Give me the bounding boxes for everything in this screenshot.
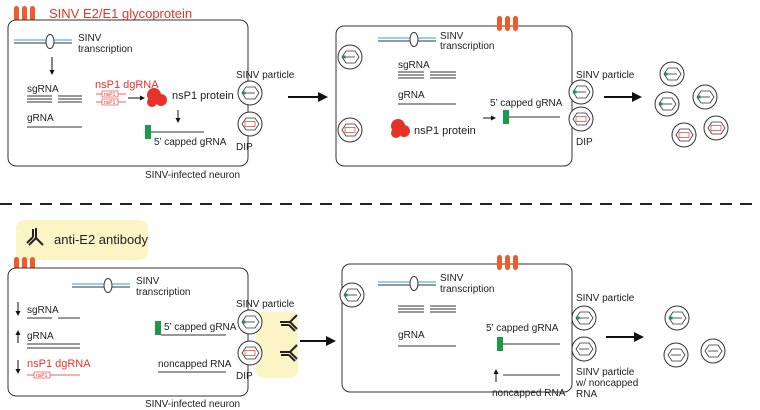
released-empty-particle-icon [700, 338, 726, 364]
dip-label: DIP [236, 371, 253, 382]
particle-label: SINV particle [576, 70, 635, 81]
cap-marker [145, 125, 151, 139]
particle-label: SINV particle [236, 299, 295, 310]
sgrna-label: sgRNA [27, 84, 59, 95]
transcription-label-2: transcription [440, 41, 494, 52]
budding-dip-icon [337, 117, 363, 143]
sgrna-lines [27, 95, 82, 103]
transcription-label-1: SINV [78, 33, 102, 44]
particle-label: SINV particle [576, 293, 635, 304]
sgrna-lines [398, 71, 456, 79]
nsp1-protein-label: nsP1 protein [414, 125, 476, 137]
dip-particle-icon [237, 111, 263, 137]
svg-text:nsP1: nsP1 [36, 373, 48, 379]
noncapped-label: noncapped RNA [158, 359, 232, 370]
grna-label: gRNA [27, 113, 54, 124]
antibody-highlight [16, 220, 148, 260]
released-particle-icon [692, 84, 718, 110]
dip-particle-icon [568, 106, 594, 132]
grna-label: gRNA [398, 90, 425, 101]
particle-label: SINV particle [236, 70, 295, 81]
sgrna-lines [398, 305, 456, 313]
sgrna-label: sgRNA [27, 305, 59, 316]
released-particle-icon [654, 91, 680, 117]
dip-label: DIP [236, 142, 253, 153]
transcription-label-1: SINV [440, 31, 464, 42]
dgrna-line: nsP1 [27, 371, 80, 379]
released-dip-icon [671, 122, 697, 148]
nsp1-protein-label: nsP1 protein [172, 90, 234, 102]
noncapped-particle-label-2: w/ noncapped [575, 378, 638, 389]
nsp1-protein-icon [391, 119, 410, 138]
nsp1-dgrna-label: nsP1 dgRNA [27, 358, 91, 370]
svg-text:nsP1: nsP1 [104, 92, 116, 98]
released-particle-icon [664, 305, 690, 331]
sinv-particle-icon [568, 79, 594, 105]
neuron-caption: SINV-infected neuron [145, 170, 240, 181]
glycoprotein-icon-2 [497, 255, 518, 270]
dip-particle-icon [237, 340, 263, 366]
nsp1-protein-icon [147, 88, 167, 107]
sinv-particle-icon [237, 309, 263, 335]
neuron-cell-2 [341, 263, 573, 393]
svg-text:nsP1: nsP1 [104, 100, 116, 106]
cap-marker [497, 337, 503, 351]
grna-label: gRNA [398, 330, 425, 341]
transcription-label-2: transcription [136, 287, 190, 298]
released-empty-particle-icon [663, 342, 689, 368]
cap-marker [155, 321, 161, 335]
glycoprotein-icon [14, 6, 35, 21]
capped-grna-label: 5’ capped gRNA [490, 98, 563, 109]
transcription-label-2: transcription [78, 44, 132, 55]
budding-particle-icon [339, 282, 365, 308]
released-dip-icon [703, 115, 729, 141]
transcription-label-2: transcription [440, 284, 494, 295]
capped-grna-label: 5’ capped gRNA [154, 137, 227, 148]
noncapped-particle-icon [571, 336, 597, 362]
neuron-caption: SINV-infected neuron [145, 399, 240, 410]
sinv-particle-icon [571, 305, 597, 331]
glycoprotein-label: SINV E2/E1 glycoprotein [49, 6, 192, 21]
cap-marker [503, 110, 509, 124]
noncapped-particle-label-1: SINV particle [576, 367, 635, 378]
transcription-label-1: SINV [136, 276, 160, 287]
nsp1-dgrna-label: nsP1 dgRNA [95, 79, 159, 91]
budding-particle-icon [337, 44, 363, 70]
noncapped-particle-label-3: RNA [576, 389, 597, 400]
capped-grna-label: 5’ capped gRNA [164, 322, 237, 333]
antibody-label: anti-E2 antibody [54, 232, 148, 247]
noncapped-label: noncapped RNA [492, 388, 566, 399]
transcription-label-1: SINV [440, 273, 464, 284]
dgrna-lines: nsP1 nsP1 [96, 90, 126, 106]
antibody-highlight [256, 312, 298, 378]
dip-label: DIP [576, 137, 593, 148]
glycoprotein-icon-2 [497, 16, 518, 31]
grna-label: gRNA [27, 331, 54, 342]
sinv-particle-icon [237, 80, 263, 106]
capped-grna-label: 5’ capped gRNA [486, 323, 559, 334]
grna-lines [27, 343, 80, 349]
released-particle-icon [659, 61, 685, 87]
sgrna-label: sgRNA [398, 60, 430, 71]
